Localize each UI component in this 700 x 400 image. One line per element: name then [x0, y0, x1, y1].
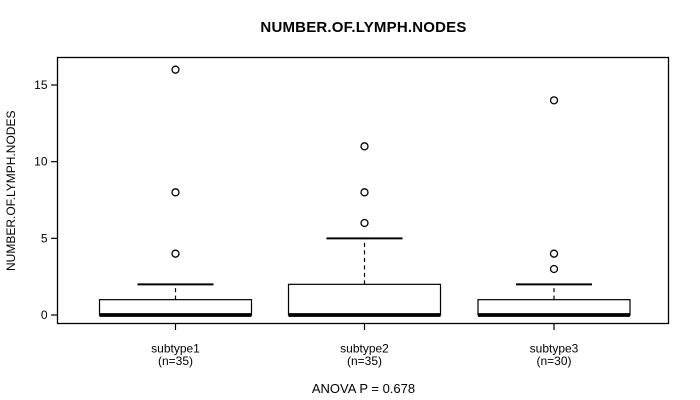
outlier-point	[549, 249, 559, 258]
outlier-point	[360, 218, 369, 228]
x-tick-label: subtype2	[340, 342, 389, 356]
iqr-box	[98, 299, 253, 316]
outlier-point	[360, 142, 369, 151]
x-tick-sublabel: (n=30)	[536, 354, 571, 368]
iqr-box	[477, 299, 631, 316]
outlier-point	[171, 188, 180, 197]
y-tick-label: 15	[34, 78, 48, 92]
outlier-point	[549, 264, 559, 274]
plot-frame	[56, 56, 670, 325]
iqr-box	[287, 283, 442, 316]
x-tick-sublabel: (n=35)	[347, 354, 382, 368]
x-tick-label: subtype1	[151, 342, 200, 356]
anova-annotation: ANOVA P = 0.678	[311, 381, 416, 396]
outlier-point	[171, 249, 180, 258]
outlier-point	[360, 188, 369, 197]
y-tick-label: 5	[41, 231, 48, 245]
chart-title: NUMBER.OF.LYMPH.NODES	[260, 19, 467, 36]
x-tick-label: subtype3	[530, 342, 579, 356]
outlier-point	[549, 96, 559, 105]
x-tick-sublabel: (n=35)	[158, 354, 193, 368]
y-tick-label: 0	[41, 308, 48, 322]
outlier-point	[171, 65, 180, 74]
y-tick-label: 10	[34, 155, 48, 169]
